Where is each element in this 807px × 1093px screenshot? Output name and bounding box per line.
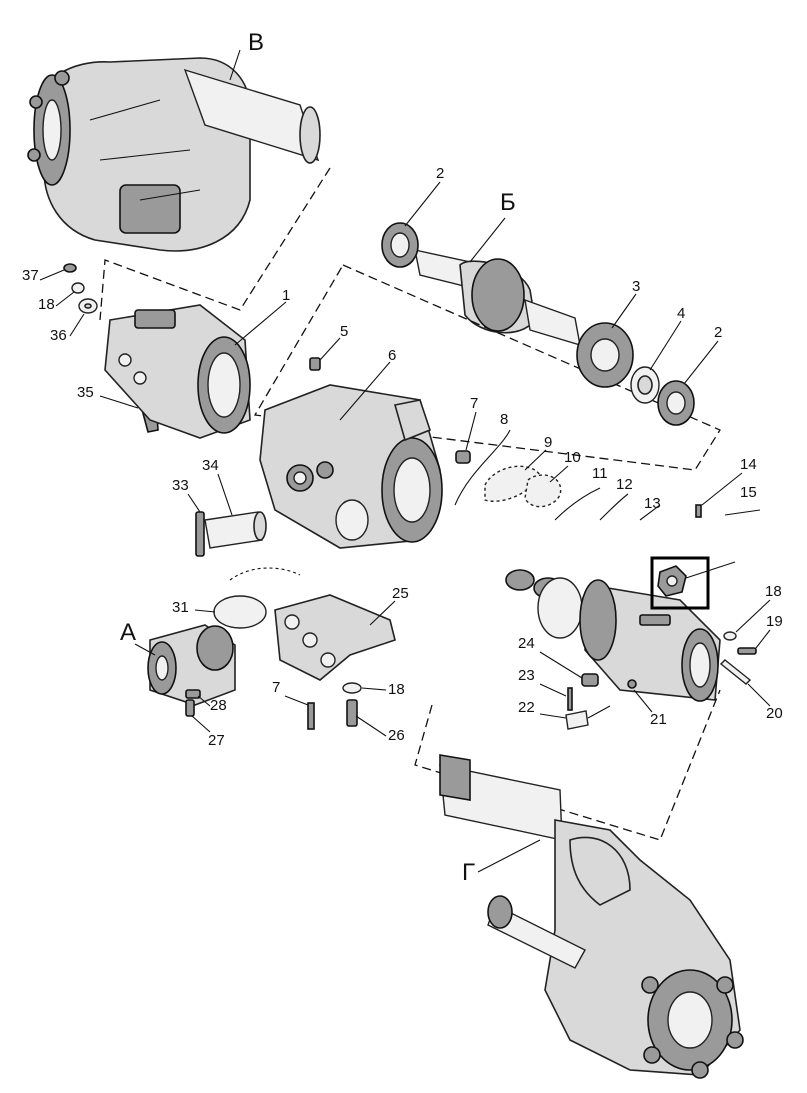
bolt-part-27[interactable] bbox=[185, 699, 195, 717]
label-10: 10 bbox=[564, 449, 581, 466]
assembly-b-pinion-shaft[interactable] bbox=[414, 249, 581, 346]
bearing-ring-part-2-right[interactable] bbox=[657, 380, 695, 426]
pin-part-20[interactable] bbox=[719, 659, 752, 685]
gasket-part-9[interactable] bbox=[484, 465, 541, 502]
sleeve-part-22[interactable] bbox=[565, 710, 589, 730]
label-6: 6 bbox=[388, 347, 396, 364]
main-housing-part-6[interactable] bbox=[259, 384, 443, 549]
label-18-right: 18 bbox=[765, 583, 782, 600]
label-7-bottom: 7 bbox=[272, 679, 280, 696]
label-28: 28 bbox=[210, 697, 227, 714]
label-36: 36 bbox=[50, 327, 67, 344]
bevel-gear-part-3[interactable] bbox=[576, 322, 634, 388]
label-31: 31 bbox=[172, 599, 189, 616]
assembly-a-hub[interactable] bbox=[147, 624, 236, 706]
label-9: 9 bbox=[544, 434, 552, 451]
label-3: 3 bbox=[632, 278, 640, 295]
washer-part-18-right[interactable] bbox=[723, 631, 737, 641]
label-12: 12 bbox=[616, 476, 633, 493]
seal-part-31[interactable] bbox=[213, 567, 301, 629]
shim-part-11[interactable] bbox=[554, 487, 601, 521]
label-8: 8 bbox=[500, 411, 508, 428]
label-33: 33 bbox=[172, 477, 189, 494]
plug-part-5[interactable] bbox=[309, 357, 321, 371]
axle-housing-right[interactable] bbox=[579, 579, 721, 702]
part-15[interactable] bbox=[724, 509, 761, 516]
label-22: 22 bbox=[518, 699, 535, 716]
label-19: 19 bbox=[766, 613, 783, 630]
pin-part-33[interactable] bbox=[195, 511, 205, 557]
stud-part-7-bottom[interactable] bbox=[307, 702, 315, 730]
label-37: 37 bbox=[22, 267, 39, 284]
washer-part-18-mid[interactable] bbox=[342, 682, 362, 694]
washer-37[interactable] bbox=[63, 263, 77, 273]
bushing-highlighted[interactable] bbox=[657, 565, 687, 597]
bolt-part-28[interactable] bbox=[185, 689, 201, 699]
washer-18-top[interactable] bbox=[71, 282, 85, 294]
shim-part-13[interactable] bbox=[639, 504, 661, 521]
label-20: 20 bbox=[766, 705, 783, 722]
bolt-part-19[interactable] bbox=[737, 647, 757, 655]
assembly-v-drive-unit[interactable] bbox=[27, 57, 321, 252]
selection-box[interactable] bbox=[650, 556, 710, 610]
label-2-right: 2 bbox=[714, 324, 722, 341]
label-7-top: 7 bbox=[470, 395, 478, 412]
nut-part-7-top[interactable] bbox=[455, 450, 471, 464]
label-11: 11 bbox=[592, 465, 608, 482]
label-assembly-g: Г bbox=[462, 859, 475, 886]
label-23: 23 bbox=[518, 667, 535, 684]
label-1: 1 bbox=[282, 287, 290, 304]
label-2-top: 2 bbox=[436, 165, 444, 182]
label-15: 15 bbox=[740, 484, 757, 501]
shim-part-12[interactable] bbox=[599, 493, 629, 521]
ring-part-4[interactable] bbox=[630, 366, 660, 404]
plug-part-21[interactable] bbox=[627, 679, 637, 689]
label-18-mid: 18 bbox=[388, 681, 405, 698]
label-27: 27 bbox=[208, 732, 225, 749]
label-13: 13 bbox=[644, 495, 661, 512]
gasket-part-10[interactable] bbox=[524, 474, 562, 508]
pin-part-23[interactable] bbox=[567, 687, 573, 711]
label-18-top: 18 bbox=[38, 296, 55, 313]
label-4: 4 bbox=[677, 305, 685, 322]
label-5: 5 bbox=[340, 323, 348, 340]
label-assembly-b: Б bbox=[500, 189, 516, 216]
label-assembly-v: В bbox=[248, 29, 264, 56]
pin-part-14[interactable] bbox=[695, 504, 702, 518]
label-26: 26 bbox=[388, 727, 405, 744]
seal-rings-right[interactable] bbox=[505, 569, 583, 639]
label-34: 34 bbox=[202, 457, 219, 474]
label-35: 35 bbox=[77, 384, 94, 401]
bearing-ring-part-2-top[interactable] bbox=[381, 222, 419, 268]
label-21: 21 bbox=[650, 711, 667, 728]
label-14: 14 bbox=[740, 456, 757, 473]
bolt-part-26[interactable] bbox=[346, 699, 358, 727]
assembly-g-final-drive[interactable] bbox=[439, 754, 744, 1079]
nut-part-24[interactable] bbox=[581, 673, 599, 687]
label-assembly-a: А bbox=[120, 619, 136, 646]
sleeve-part-34[interactable] bbox=[204, 511, 267, 549]
label-25: 25 bbox=[392, 585, 409, 602]
housing-part-1[interactable] bbox=[104, 304, 251, 439]
bracket-part-25[interactable] bbox=[274, 594, 396, 681]
shim-part-8[interactable] bbox=[454, 429, 511, 506]
label-24: 24 bbox=[518, 635, 535, 652]
washer-36[interactable] bbox=[78, 298, 98, 314]
